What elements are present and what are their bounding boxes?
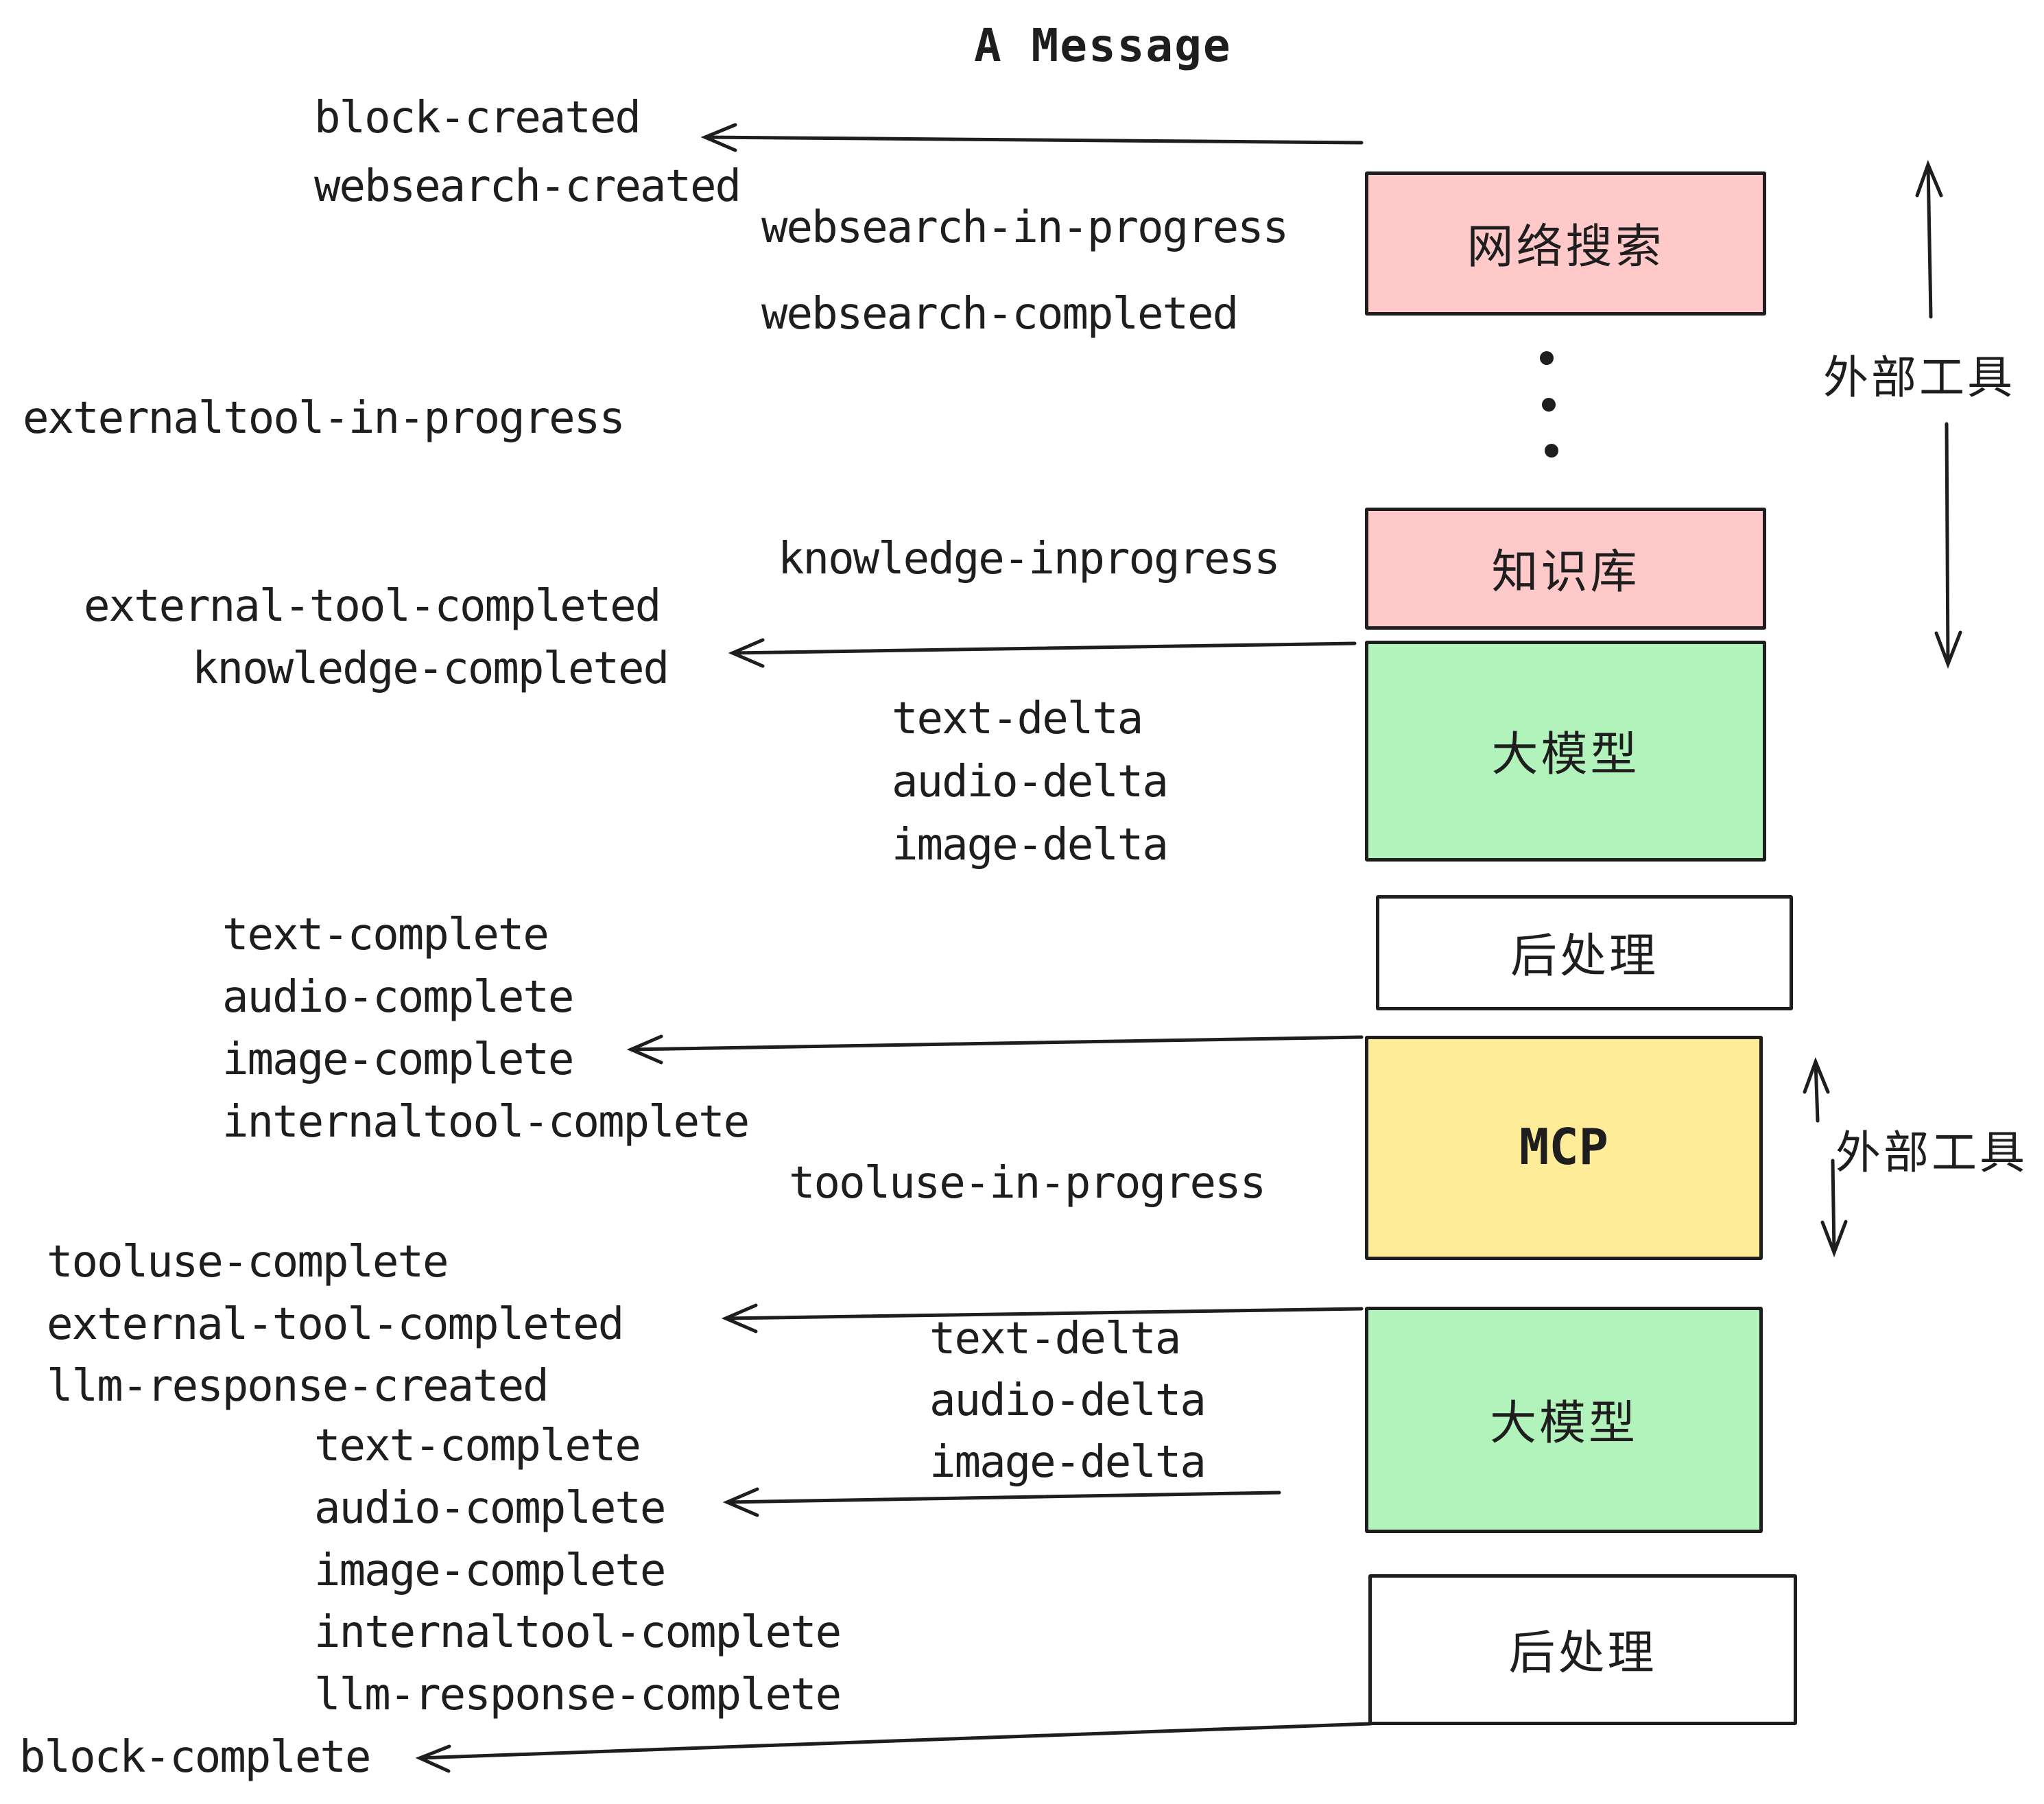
arrow-websearch-to-block-created xyxy=(700,123,1364,152)
llm-box-1-label: 大模型 xyxy=(1491,727,1640,782)
event-label-image-delta-2: image-delta xyxy=(929,1437,1207,1488)
external-tools-up-arrow-1 xyxy=(1915,160,1943,319)
arrow-postprocess-to-block-complete xyxy=(415,1722,1372,1773)
event-label-audio-delta-1: audio-delta xyxy=(892,757,1169,807)
arrow-llm2-to-tooluse-complete xyxy=(721,1303,1364,1333)
postprocess-box-1: 后处理 xyxy=(1376,895,1793,1010)
event-label-text-complete-2: text-complete xyxy=(314,1421,641,1471)
event-label-internaltool-complete-1: internaltool-complete xyxy=(222,1097,750,1148)
external-tools-label-1: 外部工具 xyxy=(1823,351,2015,404)
event-label-external-tool-completed: external-tool-completed xyxy=(84,581,661,632)
event-label-audio-delta-2: audio-delta xyxy=(929,1375,1207,1426)
external-tools-up-arrow-2 xyxy=(1803,1057,1830,1123)
event-label-image-complete-1: image-complete xyxy=(222,1034,574,1085)
llm-box-1: 大模型 xyxy=(1365,641,1766,862)
event-label-block-complete: block-complete xyxy=(19,1732,371,1783)
event-label-external-tool-completed-2: external-tool-completed xyxy=(47,1299,624,1350)
mcp-box: MCP xyxy=(1365,1036,1763,1260)
event-label-audio-complete-2: audio-complete xyxy=(314,1483,666,1534)
event-label-websearch-completed: websearch-completed xyxy=(761,289,1239,340)
event-label-image-delta-1: image-delta xyxy=(892,820,1169,870)
postprocess-box-1-label: 后处理 xyxy=(1510,929,1659,984)
event-label-llm-response-complete: llm-response-complete xyxy=(314,1670,842,1720)
diagram-title: A Message xyxy=(974,19,1232,72)
event-label-knowledge-completed: knowledge-completed xyxy=(192,643,669,694)
websearch-box-label: 网络搜索 xyxy=(1466,219,1665,274)
websearch-box: 网络搜索 xyxy=(1365,171,1766,316)
event-label-websearch-in-progress: websearch-in-progress xyxy=(761,202,1289,253)
mcp-box-label: MCP xyxy=(1519,1117,1609,1176)
event-label-image-complete-2: image-complete xyxy=(314,1545,666,1596)
vertical-ellipsis-dots xyxy=(1540,351,1558,458)
event-label-tooluse-complete: tooluse-complete xyxy=(47,1237,449,1287)
external-tools-label-2: 外部工具 xyxy=(1835,1126,2028,1179)
event-label-internaltool-complete-2: internaltool-complete xyxy=(314,1607,842,1658)
event-label-knowledge-inprogress: knowledge-inprogress xyxy=(778,534,1281,584)
event-label-text-delta-2: text-delta xyxy=(929,1314,1181,1364)
arrow-mcp-to-image-complete xyxy=(626,1034,1364,1065)
event-label-text-complete-1: text-complete xyxy=(222,910,549,960)
event-label-tooluse-in-progress: tooluse-in-progress xyxy=(789,1158,1266,1209)
postprocess-box-2-label: 后处理 xyxy=(1508,1626,1657,1681)
event-label-llm-response-created: llm-response-created xyxy=(47,1361,549,1412)
event-label-text-delta-1: text-delta xyxy=(892,693,1143,744)
knowledge-box-label: 知识库 xyxy=(1491,545,1640,600)
knowledge-box: 知识库 xyxy=(1365,508,1766,630)
event-label-block-created: block-created xyxy=(314,93,641,143)
external-tools-down-arrow-1 xyxy=(1934,422,1962,669)
postprocess-box-2: 后处理 xyxy=(1368,1574,1797,1725)
event-label-audio-complete-1: audio-complete xyxy=(222,972,574,1023)
llm-box-2-label: 大模型 xyxy=(1489,1396,1638,1451)
llm-box-2: 大模型 xyxy=(1365,1307,1763,1533)
event-label-websearch-created: websearch-created xyxy=(314,161,741,212)
arrow-knowledge-to-knowledge-completed xyxy=(728,638,1357,668)
event-label-externaltool-in-progress: externaltool-in-progress xyxy=(23,393,626,444)
arrow-llm2-to-audio-complete xyxy=(722,1487,1281,1517)
external-tools-down-arrow-2 xyxy=(1820,1159,1848,1258)
